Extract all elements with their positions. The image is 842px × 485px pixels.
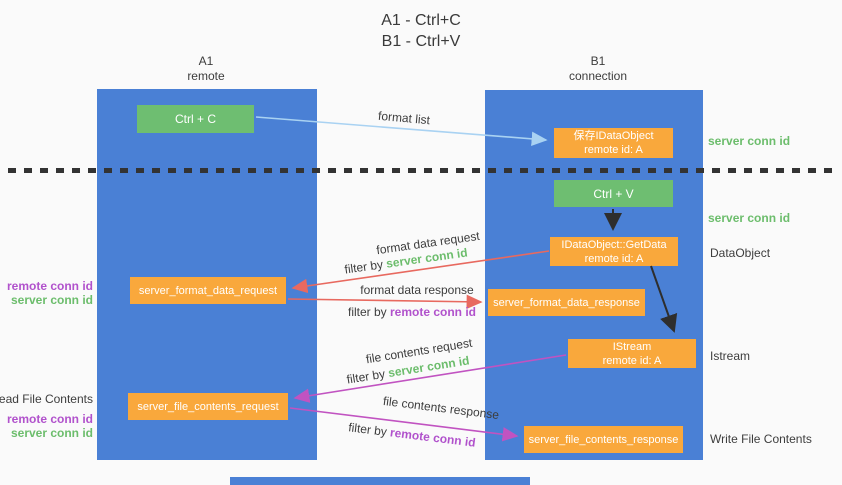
column-a1-name: A1 [198,54,214,68]
node-idataobject-getdata: IDataObject::GetData remote id: A [550,237,678,266]
label-format-list: format list [377,109,430,127]
filter-by-text: filter by [347,305,390,319]
server-conn-id-text: server conn id [10,426,93,440]
dataobject-text: DataObject [710,246,771,260]
column-b1-name: B1 [590,54,606,68]
write-file-contents-text: Write File Contents [710,432,812,446]
annotation-server-conn-id-mid: server conn id [708,211,790,225]
label-format-data-response-filter: filter by remote conn id [348,305,476,319]
read-file-contents-text: Read File Contents [0,392,93,406]
node-ctrl-v-label: Ctrl + V [593,186,634,201]
filter-by-text: filter by [345,366,390,387]
server-conn-id-text: server conn id [708,211,791,225]
annotation-remote-conn-id-format: remote conn id [0,279,93,293]
filter-by-text: filter by [343,256,388,277]
node-save-idataobject: 保存IDataObject remote id: A [554,128,673,158]
server-conn-id-text: server conn id [10,293,93,307]
annotation-remote-conn-id-file: remote conn id [0,412,93,426]
format-data-response-text: format data response [360,283,474,297]
node-save-idataobject-line1: 保存IDataObject [573,130,654,142]
node-save-idataobject-line2: remote id: A [584,144,643,156]
label-file-contents-response: file contents response [382,394,500,422]
remote-conn-id-key: remote conn id [389,425,477,450]
node-server-file-contents-request-label: server_file_contents_request [137,400,279,413]
node-server-format-data-request-label: server_format_data_request [138,284,278,297]
column-a1-role: remote [187,69,225,83]
remote-conn-id-key: remote conn id [390,305,477,319]
annotation-server-conn-id-format: server conn id [0,293,93,307]
label-file-contents-response-filter: filter by remote conn id [348,420,477,449]
node-istream-line1: IStream [612,340,652,353]
node-istream: IStream remote id: A [568,339,696,368]
column-header-a1: A1 remote [146,54,266,84]
title-line-2: B1 - Ctrl+V [381,33,461,50]
remote-conn-id-text: remote conn id [6,279,93,293]
format-list-text: format list [377,108,431,128]
column-b1-role: connection [568,69,628,83]
node-server-format-data-response: server_format_data_response [488,289,645,316]
node-ctrl-c: Ctrl + C [137,105,254,133]
annotation-server-conn-id-top: server conn id [708,134,790,148]
column-header-b1: B1 connection [538,54,658,84]
server-conn-id-text: server conn id [708,134,791,148]
node-server-format-data-response-label: server_format_data_response [493,296,640,309]
node-server-file-contents-request: server_file_contents_request [128,393,288,420]
node-istream-line2: remote id: A [602,354,662,367]
node-ctrl-c-label: Ctrl + C [174,112,216,126]
istream-text: Istream [710,349,751,363]
title-line-1: A1 - Ctrl+C [381,12,461,29]
dashed-separator [8,168,836,173]
annotation-read-file-contents: Read File Contents [0,392,93,406]
remote-conn-id-text: remote conn id [6,412,93,426]
diagram-title: A1 - Ctrl+C B1 - Ctrl+V [0,10,842,52]
node-server-file-contents-response: server_file_contents_response [524,426,683,453]
annotation-dataobject: DataObject [710,246,770,260]
node-idataobject-getdata-line2: remote id: A [584,252,644,265]
bottom-clipped-bar [230,477,530,485]
node-server-format-data-request: server_format_data_request [130,277,286,304]
node-idataobject-getdata-line1: IDataObject::GetData [561,238,667,251]
filter-by-text: filter by [347,420,392,440]
annotation-write-file-contents: Write File Contents [710,432,812,446]
annotation-server-conn-id-file: server conn id [0,426,93,440]
node-server-file-contents-response-label: server_file_contents_response [528,433,679,446]
annotation-istream: Istream [710,349,750,363]
file-contents-response-text: file contents response [382,393,500,423]
label-format-data-response: format data response [360,283,473,297]
node-ctrl-v: Ctrl + V [554,180,673,207]
